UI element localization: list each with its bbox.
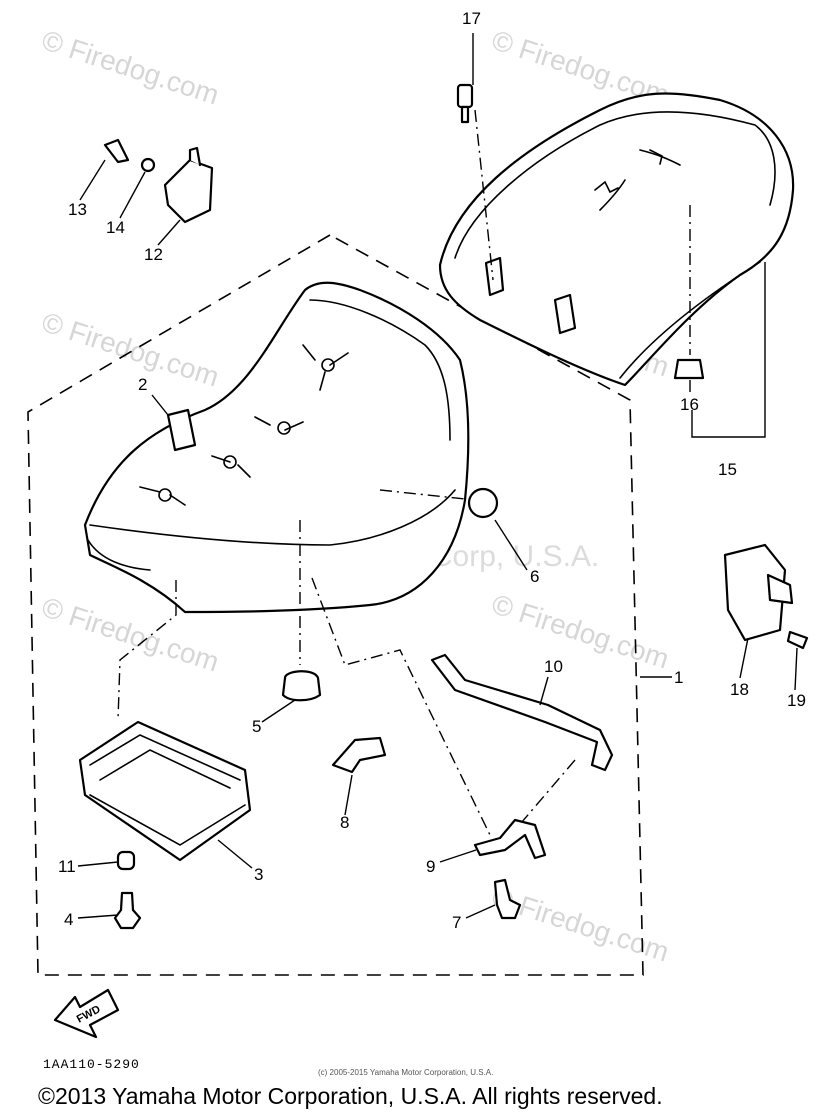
callout-leaders bbox=[77, 33, 798, 919]
callout-13: 13 bbox=[68, 200, 87, 219]
callout-3: 3 bbox=[254, 865, 263, 884]
bracket-15 bbox=[691, 262, 766, 438]
watermark: © Firedog.com bbox=[38, 24, 223, 110]
callout-14: 14 bbox=[106, 218, 125, 237]
fwd-arrow-icon: FWD bbox=[53, 988, 120, 1039]
callout-10: 10 bbox=[544, 657, 563, 676]
callout-16: 16 bbox=[680, 395, 699, 414]
callout-4: 4 bbox=[64, 910, 73, 929]
callout-6: 6 bbox=[530, 567, 539, 586]
callout-2: 2 bbox=[138, 375, 147, 394]
callout-5: 5 bbox=[252, 717, 261, 736]
diagram-code: 1AA110-5290 bbox=[43, 1057, 140, 1072]
watermark: © Firedog.com bbox=[488, 588, 673, 674]
rear-seat bbox=[438, 92, 795, 387]
callout-8: 8 bbox=[340, 813, 349, 832]
callout-18: 18 bbox=[730, 680, 749, 699]
callout-numbers: 1 2 3 4 5 6 7 8 9 10 11 12 13 14 15 16 1… bbox=[58, 9, 806, 932]
callout-17: 17 bbox=[462, 9, 481, 28]
callout-19: 19 bbox=[787, 691, 806, 710]
callout-11: 11 bbox=[58, 857, 76, 876]
copyright-notice: ©2013 Yamaha Motor Corporation, U.S.A. A… bbox=[38, 1083, 663, 1109]
leader-lines bbox=[117, 109, 691, 836]
watermark: © Firedog.com bbox=[38, 306, 223, 392]
front-seat bbox=[83, 281, 470, 614]
assembly-outline bbox=[27, 234, 644, 976]
small-parts bbox=[78, 83, 809, 930]
callout-9: 9 bbox=[426, 857, 435, 876]
callout-12: 12 bbox=[144, 245, 163, 264]
callout-15: 15 bbox=[718, 460, 737, 479]
callout-1: 1 bbox=[674, 668, 683, 687]
small-copyright: (c) 2005-2015 Yamaha Motor Corporation, … bbox=[318, 1068, 494, 1077]
watermark: © Firedog.com bbox=[488, 881, 673, 967]
callout-7: 7 bbox=[452, 913, 461, 932]
